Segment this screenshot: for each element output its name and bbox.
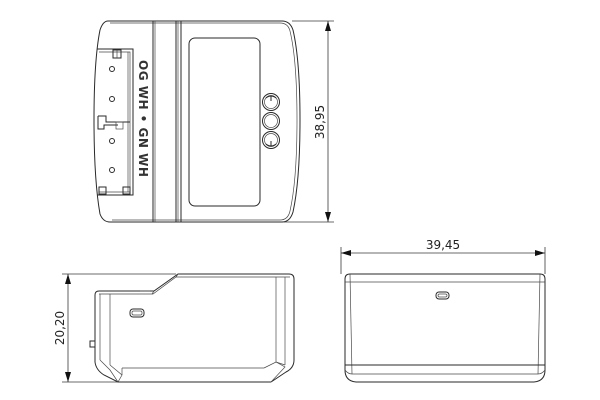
svg-text:39,45: 39,45: [426, 238, 460, 252]
button-down-icon: [262, 131, 280, 149]
dimension-height-top: 38,95: [284, 20, 334, 223]
pin-hole-icon: [109, 167, 115, 173]
buttons: [262, 93, 280, 149]
top-view: OG WH • GN WH 38,95: [93, 20, 334, 223]
dimension-width-front: 39,45: [340, 238, 546, 274]
svg-text:20,20: 20,20: [53, 311, 67, 345]
button-center-icon: [262, 112, 280, 130]
pin-hole-icon: [109, 66, 115, 72]
connector-housing: [97, 48, 134, 196]
dimension-height-side: 20,20: [53, 273, 176, 383]
terminal-labels: OG WH • GN WH: [136, 60, 150, 177]
pin-hole-icon: [109, 138, 115, 144]
led-window-icon: [129, 308, 145, 318]
side-view: 20,20: [53, 273, 295, 383]
svg-text:38,95: 38,95: [313, 105, 327, 139]
button-up-icon: [262, 93, 280, 111]
led-window-icon: [435, 291, 450, 300]
pin-hole-icon: [109, 96, 115, 102]
front-view: 39,45: [340, 238, 546, 383]
